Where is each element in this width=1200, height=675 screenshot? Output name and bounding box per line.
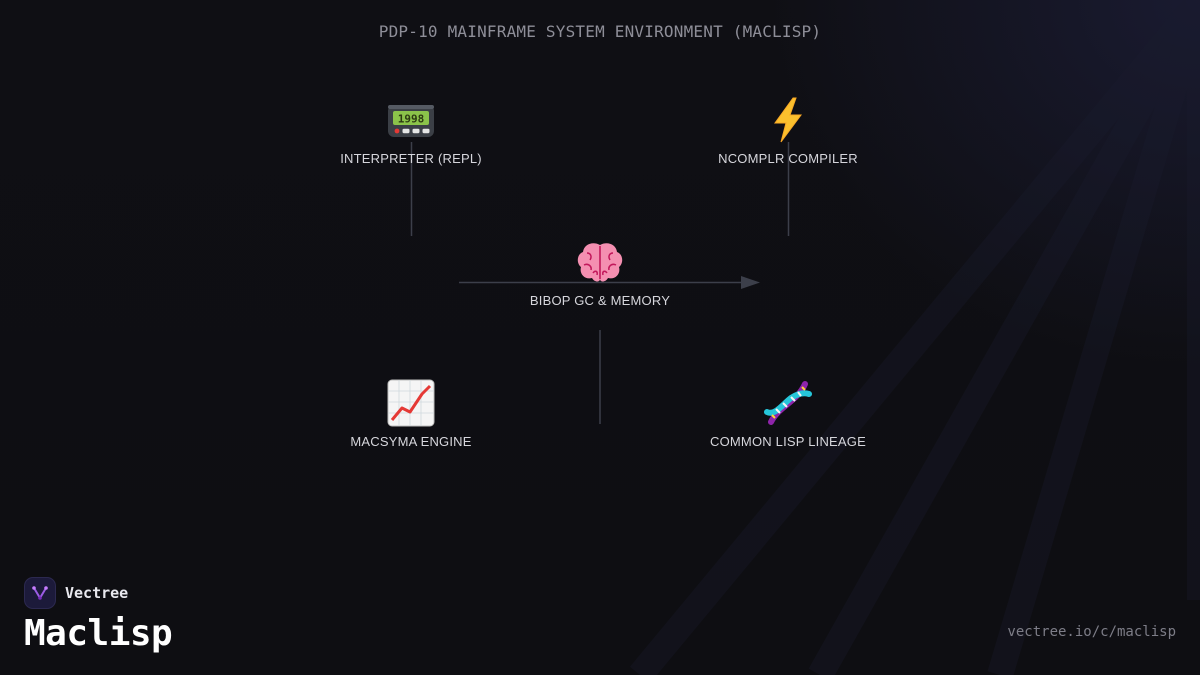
node-label: COMMON LISP LINEAGE [710,434,866,449]
node-macsyma: MACSYMA ENGINE [301,376,521,449]
vectree-logo-icon [24,577,56,609]
chart-increasing-icon [301,376,521,430]
arrowhead-icon [741,276,760,289]
brand-name: Vectree [65,584,129,602]
page-url: vectree.io/c/maclisp [1007,624,1176,640]
diagram-title: PDP-10 MAINFRAME SYSTEM ENVIRONMENT (MAC… [378,22,822,41]
pager-icon: 1998 [301,93,521,147]
node-label: MACSYMA ENGINE [350,434,472,449]
node-label: NCOMPLR COMPILER [718,151,858,166]
brand-row: Vectree [24,577,172,609]
lightning-icon [678,93,898,147]
node-lineage: COMMON LISP LINEAGE [678,376,898,449]
brain-icon [490,235,710,289]
node-label: BIBOP GC & MEMORY [529,293,671,308]
node-interpreter: 1998 INTERPRETER (REPL) [301,93,521,166]
node-label: INTERPRETER (REPL) [340,151,482,166]
node-memory: BIBOP GC & MEMORY [490,235,710,308]
node-compiler: NCOMPLR COMPILER [678,93,898,166]
dna-icon [678,376,898,430]
brand-block: Vectree Maclisp [24,577,173,655]
page-title: Maclisp [24,613,173,654]
svg-text:1998: 1998 [398,113,425,126]
